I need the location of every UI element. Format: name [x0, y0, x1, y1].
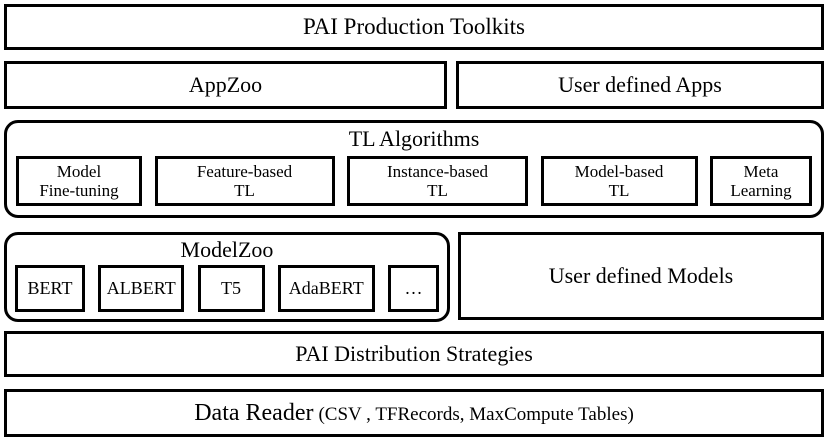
- model-item-label: …: [404, 278, 423, 299]
- layer-pai-production-toolkits: PAI Production Toolkits: [4, 4, 824, 50]
- layer-user-defined-models: User defined Models: [458, 232, 824, 320]
- layer-label-data-reader: Data Reader (CSV , TFRecords, MaxCompute…: [194, 400, 634, 427]
- tl-item-line2: Learning: [730, 181, 792, 200]
- model-zoo-item-list: BERT ALBERT T5 AdaBERT …: [15, 265, 439, 312]
- tl-item-line1: Meta: [743, 161, 779, 181]
- tl-item-line1: Instance-based: [386, 161, 488, 181]
- layer-label-appzoo: AppZoo: [188, 71, 263, 97]
- layer-label-model-zoo: ModelZoo: [180, 237, 274, 262]
- layer-label-user-defined-apps: User defined Apps: [558, 71, 722, 97]
- model-item-t5: T5: [197, 265, 265, 312]
- model-item-label: ALBERT: [106, 278, 176, 299]
- layer-label-distribution: PAI Distribution Strategies: [295, 340, 533, 366]
- layer-model-zoo: ModelZoo BERT ALBERT T5 AdaBERT …: [4, 232, 450, 322]
- layer-label-user-defined-models: User defined Models: [548, 262, 734, 288]
- model-item-label: BERT: [27, 278, 73, 299]
- model-item-albert: ALBERT: [98, 265, 185, 312]
- tl-item-line2: TL: [427, 181, 448, 200]
- layer-label-tl-algorithms: TL Algorithms: [348, 126, 480, 151]
- layer-pai-distribution-strategies: PAI Distribution Strategies: [4, 331, 824, 377]
- tl-item-line2: TL: [234, 181, 255, 200]
- layer-appzoo: AppZoo: [4, 61, 447, 109]
- data-reader-main-label: Data Reader: [194, 399, 314, 426]
- tl-item-line1: Model: [56, 161, 102, 181]
- layer-user-defined-apps: User defined Apps: [456, 61, 824, 109]
- tl-item-line2: Fine-tuning: [39, 181, 119, 200]
- model-item-label: T5: [221, 278, 241, 299]
- layer-data-reader: Data Reader (CSV , TFRecords, MaxCompute…: [4, 389, 824, 437]
- model-item-ellipsis: …: [388, 265, 439, 312]
- tl-item-line1: Model-based: [574, 161, 664, 181]
- tl-item-line1: Feature-based: [196, 161, 293, 181]
- model-item-adabert: AdaBERT: [277, 265, 375, 312]
- model-item-label: AdaBERT: [288, 278, 364, 299]
- layer-label-toolkits: PAI Production Toolkits: [302, 14, 526, 40]
- model-item-bert: BERT: [15, 265, 85, 312]
- data-reader-sub-label: (CSV , TFRecords, MaxCompute Tables): [318, 403, 634, 425]
- tl-item-line2: TL: [608, 181, 630, 200]
